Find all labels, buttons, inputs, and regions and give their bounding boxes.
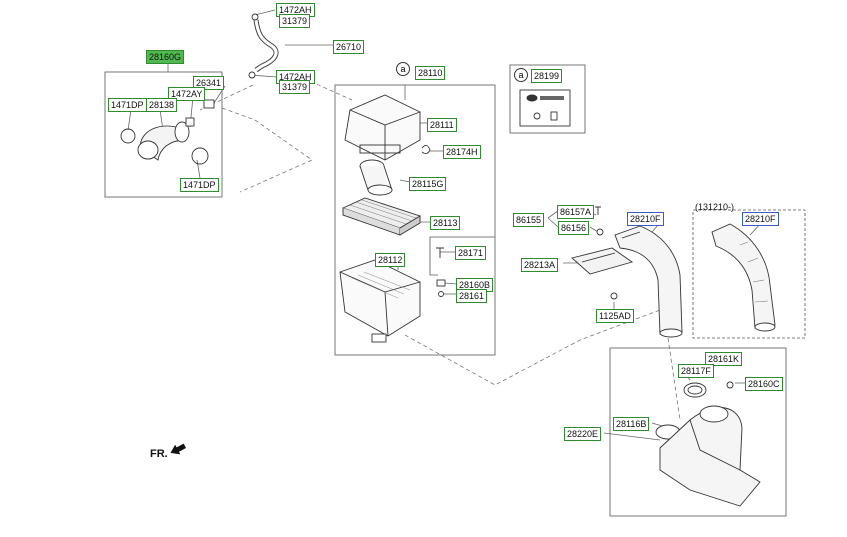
intake-duct-part — [614, 225, 683, 338]
part-label-1472AY[interactable]: 1472AY — [168, 87, 206, 101]
reference-marker-a-cover: a — [396, 62, 410, 76]
group-box-resonator — [609, 347, 787, 517]
part-label-28213A[interactable]: 28213A — [521, 258, 559, 272]
dash-line-hose-to-cleaner — [284, 69, 353, 101]
air-cleaner-cover-part — [344, 94, 421, 161]
part-label-1125AD[interactable]: 1125AD — [596, 309, 634, 323]
part-label-28220E[interactable]: 28220E — [564, 427, 602, 441]
group-box-emblem — [509, 64, 586, 134]
part-label-28160C[interactable]: 28160C — [745, 377, 783, 391]
dash-line-inlet-to-cleaner — [221, 107, 313, 193]
air-cleaner-lower-case-part — [339, 259, 421, 343]
dash-line-cleaner-to-duct — [404, 309, 661, 386]
bolt-set-part — [436, 247, 446, 297]
part-label-28210F-variant[interactable]: 28210F — [742, 212, 779, 226]
front-marker: FR. — [150, 448, 168, 460]
reference-marker-a-emblem: a — [514, 68, 528, 82]
part-label-28112[interactable]: 28112 — [375, 253, 406, 267]
part-label-26710[interactable]: 26710 — [333, 40, 365, 54]
part-label-28113[interactable]: 28113 — [430, 216, 461, 230]
intake-duct-variant-part — [711, 223, 776, 332]
group-box-inlet — [104, 71, 223, 198]
group-box-air-cleaner — [334, 84, 496, 356]
part-label-28210F[interactable]: 28210F — [627, 212, 664, 226]
clip-part — [421, 145, 431, 155]
part-label-26341[interactable]: 26341 — [193, 76, 225, 90]
bracket-bolt-group — [429, 236, 495, 276]
part-label-28138[interactable]: 28138 — [146, 98, 178, 112]
part-label-28116B[interactable]: 28116B — [613, 417, 650, 431]
part-label-1471DP-clamp-right[interactable]: 1471DP — [180, 178, 219, 192]
part-label-28117F[interactable]: 28117F — [678, 364, 714, 378]
dash-line-hose-to-inlet — [199, 84, 254, 111]
filter-element-part — [341, 197, 422, 236]
part-label-31379-bottom[interactable]: 31379 — [279, 80, 311, 94]
group-box-variant — [692, 209, 806, 339]
inlet-duct-part — [120, 99, 215, 165]
variant-date-note: (131210-) — [695, 202, 735, 212]
cleaner-hose-part — [359, 159, 393, 196]
part-label-86156[interactable]: 86156 — [558, 221, 590, 235]
part-label-28115G[interactable]: 28115G — [409, 177, 447, 191]
part-label-28110[interactable]: 28110 — [415, 66, 446, 80]
part-label-28171[interactable]: 28171 — [455, 246, 487, 260]
part-label-28199[interactable]: 28199 — [531, 69, 563, 83]
hyundai-kia-emblem-icon — [526, 94, 538, 102]
part-label-28174H[interactable]: 28174H — [443, 145, 481, 159]
part-label-31379-top[interactable]: 31379 — [279, 14, 311, 28]
part-label-28111[interactable]: 28111 — [427, 118, 457, 132]
part-label-28161[interactable]: 28161 — [456, 289, 488, 303]
bracket-part — [571, 206, 634, 300]
emblem-plate-part — [519, 89, 571, 127]
front-direction-arrow-icon — [170, 443, 187, 455]
part-label-28160G[interactable]: 28160G — [146, 50, 185, 64]
part-label-86155[interactable]: 86155 — [513, 213, 545, 227]
dash-line-duct-to-resonator — [667, 337, 681, 421]
part-label-1471DP-clamp-left[interactable]: 1471DP — [108, 98, 147, 112]
part-label-86157A[interactable]: 86157A — [557, 205, 595, 219]
resonator-part — [655, 381, 761, 507]
part-label-28161K[interactable]: 28161K — [705, 352, 743, 366]
